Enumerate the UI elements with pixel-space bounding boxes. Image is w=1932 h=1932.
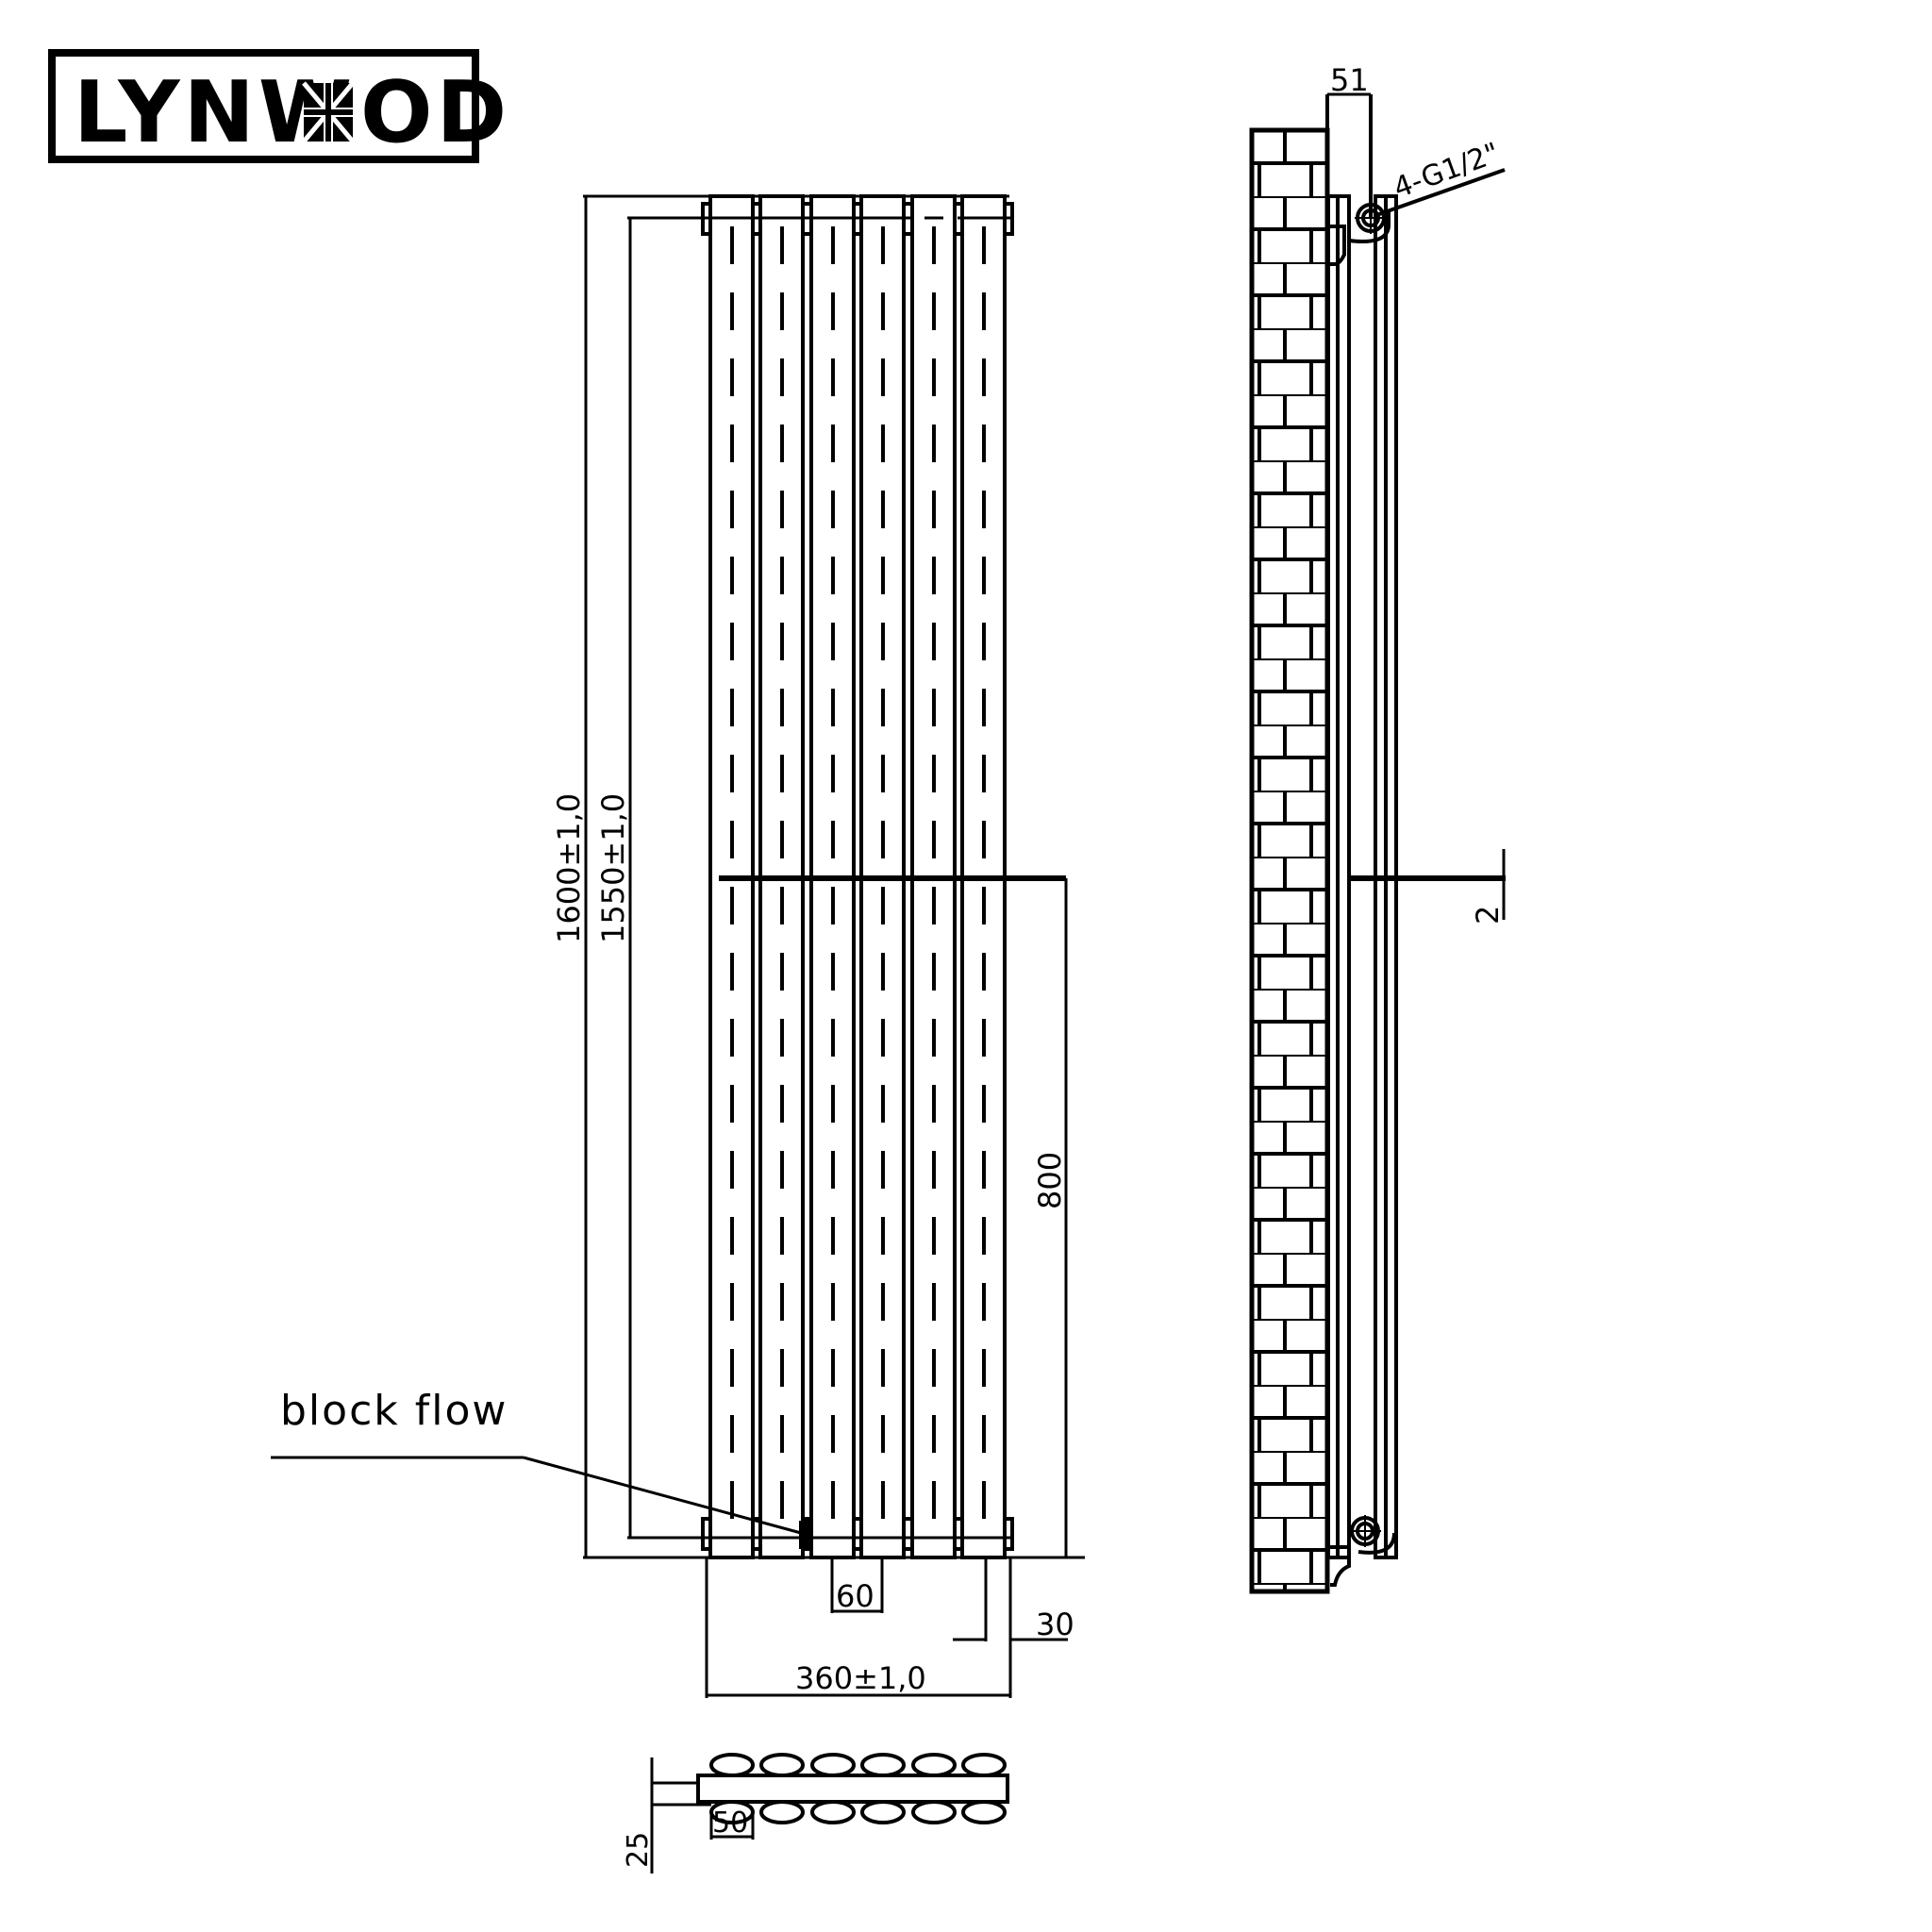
overall-width-label: 360±1,0 xyxy=(795,1660,926,1696)
edge-offset-label: 30 xyxy=(1036,1607,1074,1642)
column-depth-label: 25 xyxy=(622,1832,655,1868)
front-view xyxy=(701,194,1066,1559)
logo-text-end: OD xyxy=(360,63,510,162)
pipe-centres-label: 1550±1,0 xyxy=(595,793,631,943)
front-dimension-labels: 1600±1,0 1550±1,0 800 60 30 360±1,0 bloc… xyxy=(280,793,1074,1696)
block-flow-label: block flow xyxy=(280,1387,508,1435)
front-dimensions xyxy=(271,194,1085,1698)
column-pitch-label: 60 xyxy=(836,1578,874,1614)
top-view xyxy=(650,1753,1009,1874)
side-view: 51 4-G1/2" 2 xyxy=(1249,62,1506,1594)
top-view-labels: 25 50 xyxy=(622,1807,748,1868)
midpoint-height-label: 800 xyxy=(1032,1152,1068,1209)
side-offset-label: 2 xyxy=(1470,906,1506,924)
union-jack-icon xyxy=(302,81,355,143)
brick-wall xyxy=(1249,127,1330,1594)
column-width-label: 50 xyxy=(712,1807,748,1840)
brand-logo: LYNW OD xyxy=(48,49,510,163)
overall-height-label: 1600±1,0 xyxy=(551,793,587,943)
connections-label: 4-G1/2" xyxy=(1390,137,1504,206)
wall-clearance-label: 51 xyxy=(1330,62,1369,98)
